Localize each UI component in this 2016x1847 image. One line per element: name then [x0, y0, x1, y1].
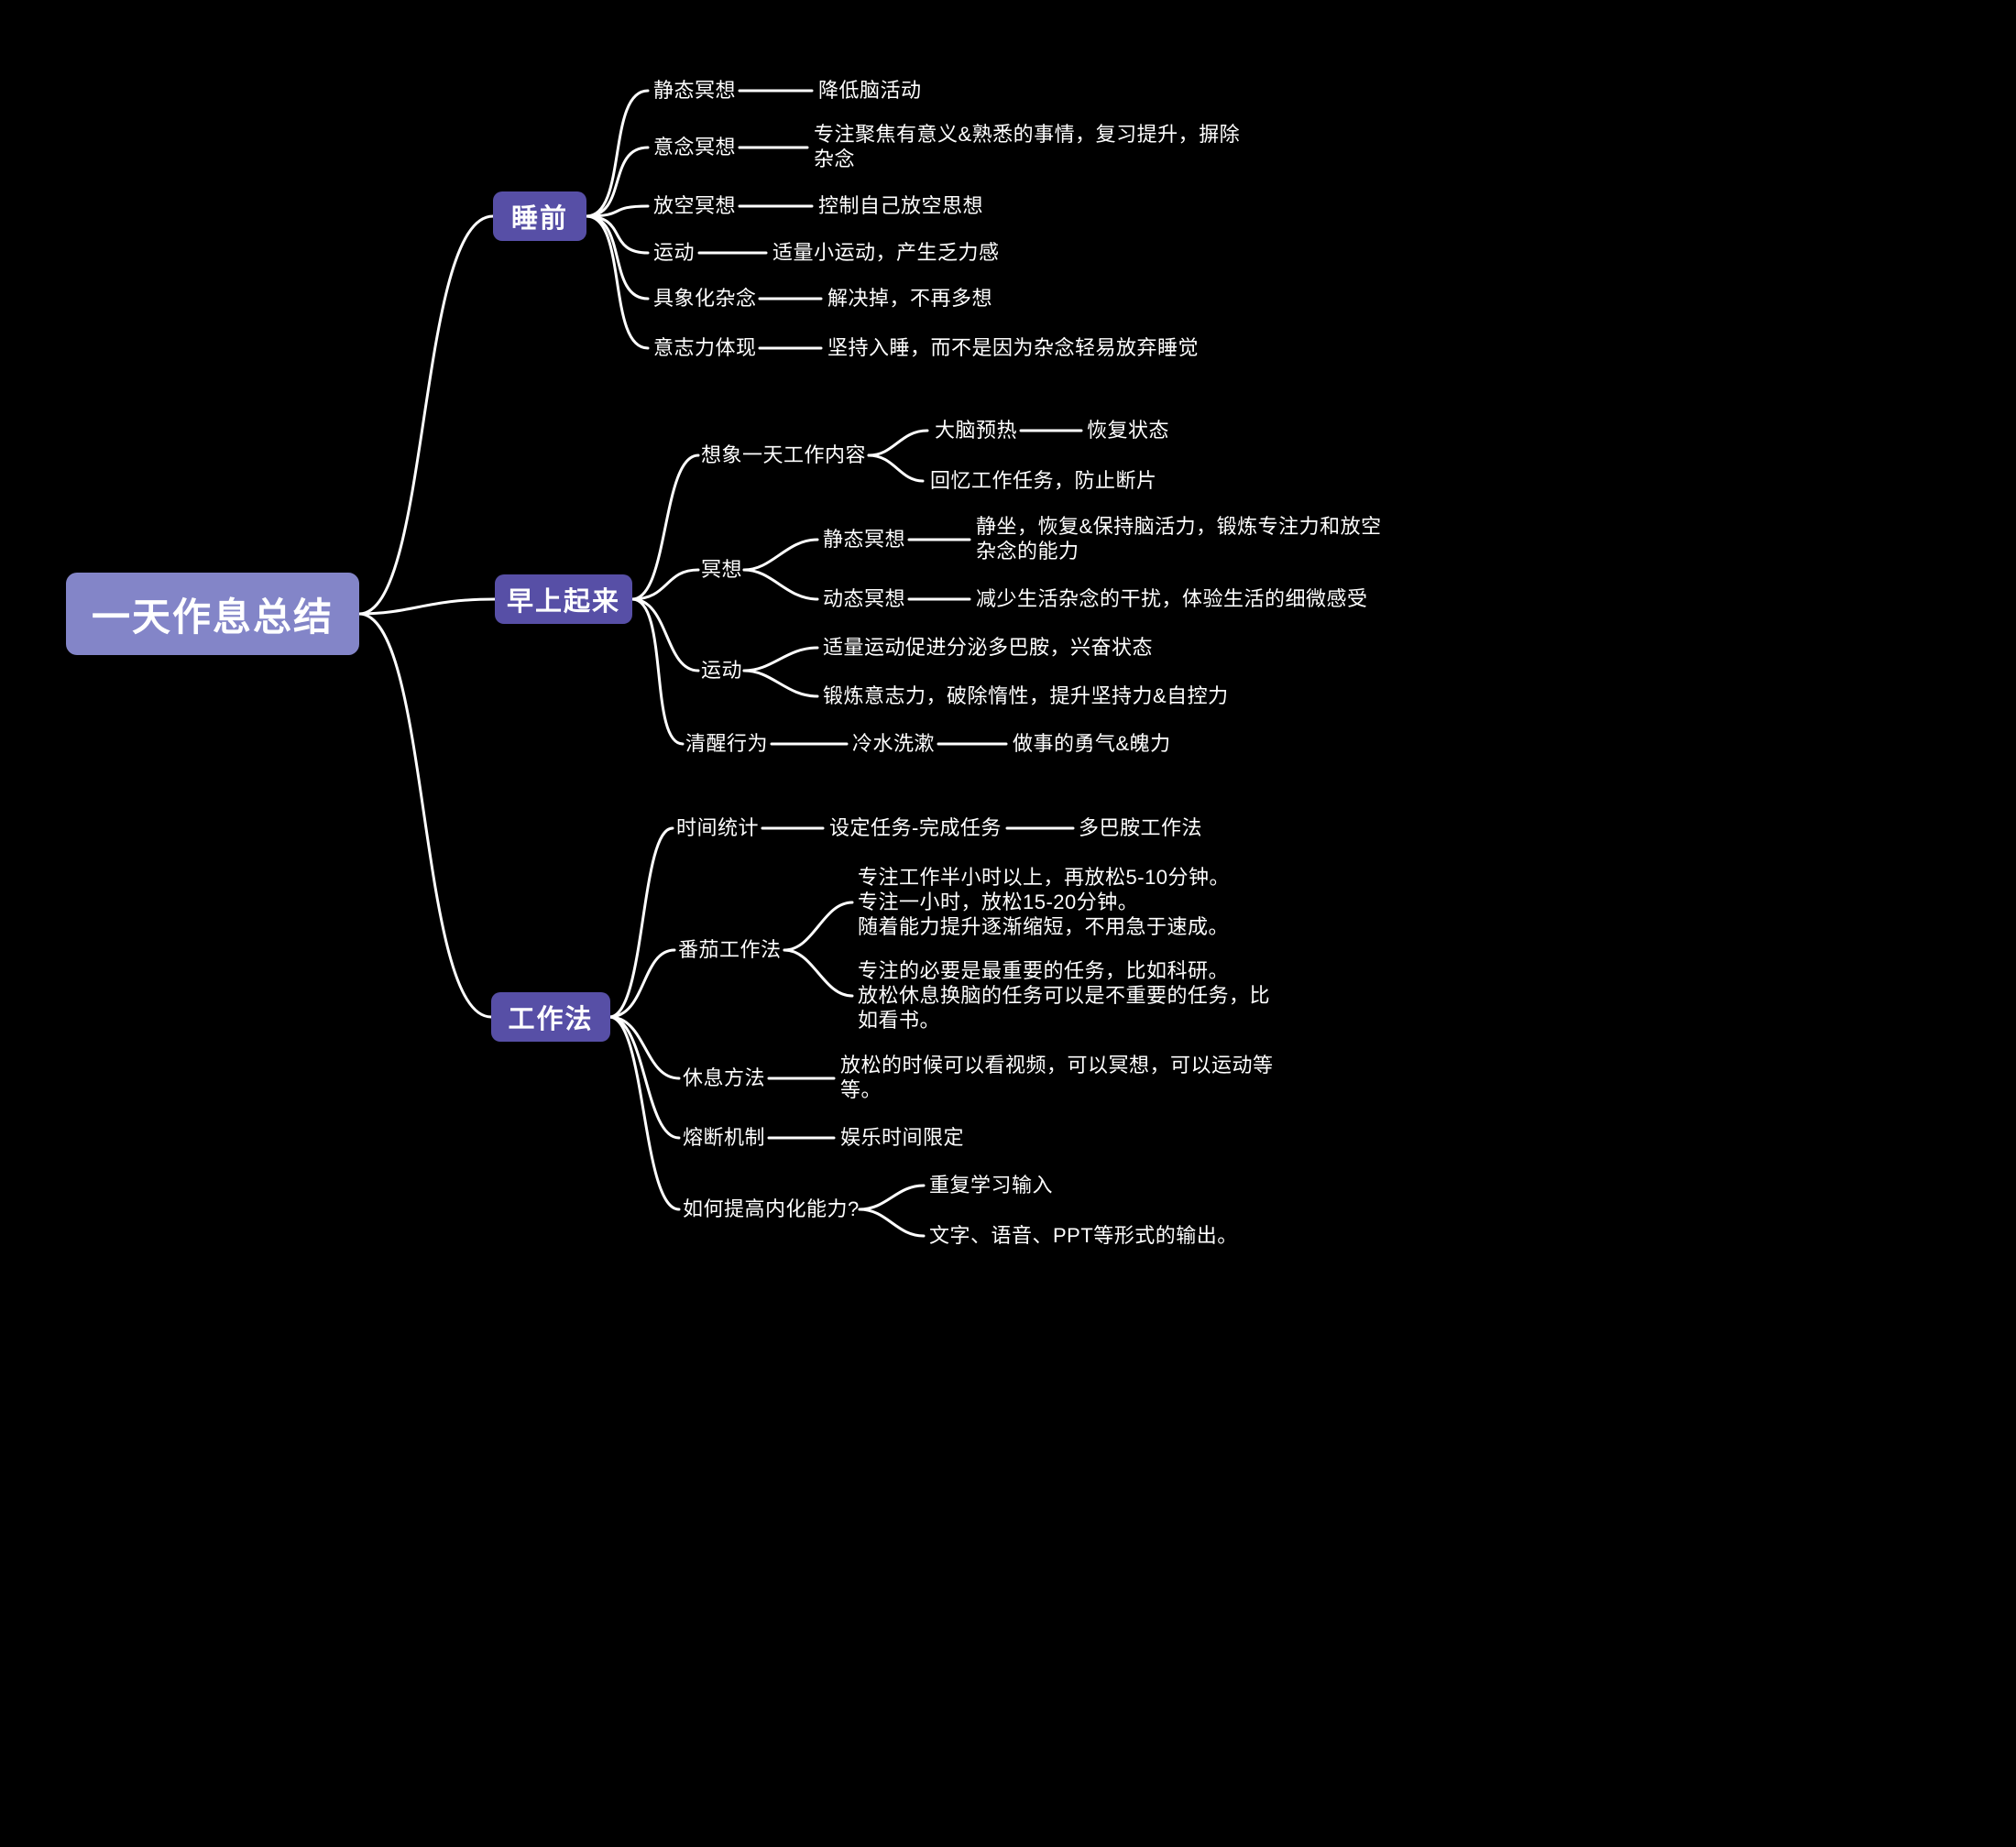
branch-sleep[interactable]: 睡前: [493, 191, 586, 241]
morning-cold-water-wash[interactable]: 冷水洗漱: [852, 731, 936, 755]
sleep-visualize-thoughts[interactable]: 具象化杂念: [653, 286, 757, 310]
sleep-exercise-desc[interactable]: 适量小运动，产生乏力感: [772, 240, 1000, 264]
work-pomodoro-task-choice[interactable]: 专注的必要是最重要的任务，比如科研。 放松休息换脑的任务可以是不重要的任务，比如…: [858, 958, 1271, 1032]
work-dopamine-method[interactable]: 多巴胺工作法: [1079, 815, 1203, 839]
morning-dynamic-meditation[interactable]: 动态冥想: [823, 586, 906, 610]
morning-brain-warmup-desc[interactable]: 恢复状态: [1087, 418, 1170, 442]
morning-static-meditation[interactable]: 静态冥想: [823, 527, 906, 551]
morning-exercise[interactable]: 运动: [701, 658, 743, 682]
morning-cold-water-wash-desc[interactable]: 做事的勇气&魄力: [1013, 731, 1171, 755]
sleep-intent-meditation-desc[interactable]: 专注聚焦有意义&熟悉的事情，复习提升，摒除杂念: [814, 123, 1241, 170]
work-circuit-breaker[interactable]: 熔断机制: [683, 1125, 766, 1149]
work-time-tracking[interactable]: 时间统计: [676, 815, 760, 839]
sleep-exercise[interactable]: 运动: [653, 240, 696, 264]
sleep-static-meditation[interactable]: 静态冥想: [653, 78, 737, 102]
morning-dynamic-meditation-desc[interactable]: 减少生活杂念的干扰，体验生活的细微感受: [976, 586, 1368, 610]
sleep-empty-meditation-desc[interactable]: 控制自己放空思想: [818, 193, 984, 217]
work-internalization[interactable]: 如何提高内化能力?: [683, 1197, 860, 1220]
branch-work[interactable]: 工作法: [491, 992, 610, 1042]
morning-exercise-willpower[interactable]: 锻炼意志力，破除惰性，提升坚持力&自控力: [823, 683, 1229, 707]
work-repeat-learning-input[interactable]: 重复学习输入: [929, 1173, 1054, 1197]
morning-imagine-workday[interactable]: 想象一天工作内容: [701, 443, 867, 466]
morning-recall-tasks[interactable]: 回忆工作任务，防止断片: [930, 468, 1157, 492]
work-circuit-breaker-desc[interactable]: 娱乐时间限定: [840, 1125, 965, 1149]
morning-exercise-dopamine[interactable]: 适量运动促进分泌多巴胺，兴奋状态: [823, 635, 1154, 659]
morning-brain-warmup[interactable]: 大脑预热: [935, 418, 1018, 442]
root-topic[interactable]: 一天作息总结: [66, 573, 359, 655]
work-pomodoro-timing[interactable]: 专注工作半小时以上，再放松5-10分钟。 专注一小时，放松15-20分钟。 随着…: [858, 865, 1231, 938]
sleep-static-meditation-desc[interactable]: 降低脑活动: [818, 78, 922, 102]
work-pomodoro[interactable]: 番茄工作法: [678, 937, 782, 961]
sleep-visualize-thoughts-desc[interactable]: 解决掉，不再多想: [827, 286, 993, 310]
work-rest-method[interactable]: 休息方法: [683, 1066, 766, 1089]
morning-wakeup-behavior[interactable]: 清醒行为: [685, 731, 769, 755]
work-output-forms[interactable]: 文字、语音、PPT等形式的输出。: [929, 1223, 1238, 1247]
sleep-intent-meditation[interactable]: 意念冥想: [653, 135, 737, 158]
sleep-empty-meditation[interactable]: 放空冥想: [653, 193, 737, 217]
branch-morning[interactable]: 早上起来: [495, 574, 632, 624]
sleep-willpower[interactable]: 意志力体现: [653, 335, 757, 359]
morning-static-meditation-desc[interactable]: 静坐，恢复&保持脑活力，锻炼专注力和放空杂念的能力: [976, 515, 1382, 563]
work-rest-method-desc[interactable]: 放松的时候可以看视频，可以冥想，可以运动等等。: [840, 1054, 1274, 1101]
work-set-complete-tasks[interactable]: 设定任务-完成任务: [829, 815, 1002, 839]
sleep-willpower-desc[interactable]: 坚持入睡，而不是因为杂念轻易放弃睡觉: [827, 335, 1200, 359]
morning-meditation[interactable]: 冥想: [701, 557, 743, 581]
